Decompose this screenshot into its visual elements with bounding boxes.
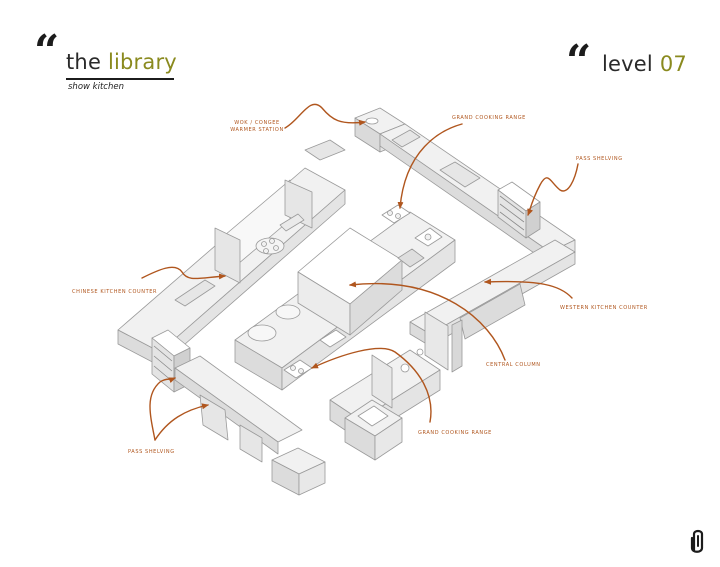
leader-western-counter (484, 278, 573, 299)
callout-wok-station-line1: WOK / CONGEE (234, 120, 280, 126)
level-title-accent: 07 (659, 52, 687, 76)
quote-mark-right-icon: “ (566, 36, 592, 87)
leader-wok-station (284, 103, 366, 129)
callout-pass-shelving-right: PASS SHELVING (576, 156, 623, 162)
page-subtitle: show kitchen (68, 82, 124, 92)
quote-mark-left-icon: “ (34, 26, 60, 77)
callout-wok-station-line2: WARMER STATION (230, 126, 284, 133)
paperclip-logo-icon (690, 529, 704, 553)
leader-pass-bottom-left-2 (154, 403, 209, 441)
callout-wok-station: WOK / CONGEE WARMER STATION (222, 120, 292, 133)
leader-pass-bottom-left (149, 377, 176, 441)
sink-block (344, 399, 403, 461)
level-title: level 07 (602, 52, 687, 76)
leader-central-column (349, 281, 506, 361)
southwest-counter (174, 355, 303, 463)
title-underline (66, 78, 174, 80)
page-title: the library (66, 50, 177, 74)
callout-western-counter: WESTERN KITCHEN COUNTER (560, 305, 648, 311)
leader-pass-top-right (527, 163, 579, 216)
leader-grand-cooking-top (397, 123, 463, 209)
page-title-prefix: the (66, 50, 108, 74)
page-title-accent: library (107, 50, 177, 74)
callout-grand-cooking-top: GRAND COOKING RANGE (452, 115, 526, 121)
leader-grand-cooking-bottom (311, 347, 432, 423)
level-title-prefix: level (602, 52, 660, 76)
callout-pass-shelving-left: PASS SHELVING (128, 449, 175, 455)
callout-central-column: CENTRAL COLUMN (486, 362, 541, 368)
callout-chinese-counter: CHINESE KITCHEN COUNTER (72, 289, 158, 295)
central-island (234, 204, 456, 391)
callout-grand-cooking-bottom: GRAND COOKING RANGE (418, 430, 492, 436)
western-kitchen-counter (409, 239, 576, 373)
bottom-storage-block (271, 447, 326, 496)
leader-chinese-counter (141, 266, 226, 280)
chinese-kitchen-counter (117, 139, 346, 367)
